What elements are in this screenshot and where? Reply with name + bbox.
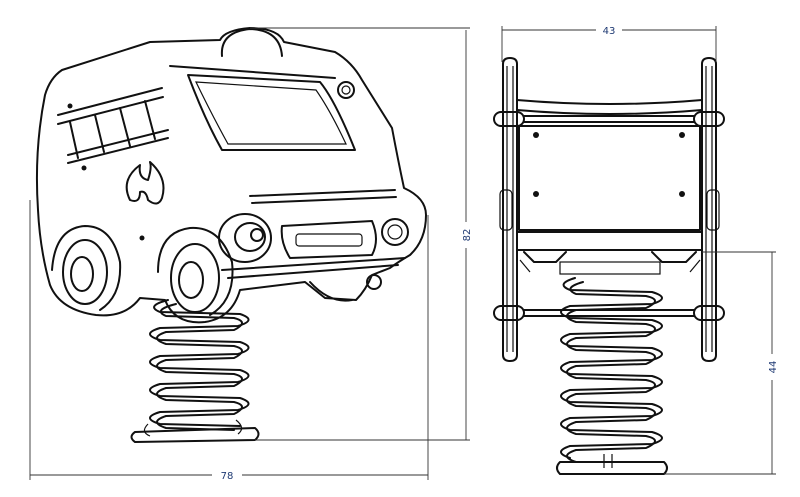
dimension-44: 44 [768,361,779,374]
spring-front [149,299,250,431]
ladder [57,87,169,171]
base-plate [130,427,260,443]
dimension-43: 43 [603,26,616,37]
grille [280,220,377,259]
flame-icon [125,161,165,205]
spring-side [560,277,663,463]
side-body-plate [518,125,701,231]
dimension-82: 82 [462,229,473,242]
side-view [493,57,725,475]
windscreen [187,74,356,151]
roof-light [220,28,283,57]
dimension-78: 78 [221,471,234,482]
mirror-icon [337,81,355,99]
front-wheel [157,226,234,316]
front-width-dimension: 78 [29,200,429,482]
front-height-dimension: 82 [250,27,473,441]
truck-body-outline [35,27,427,324]
rear-wheel [51,225,122,311]
fire-truck-front-view [35,27,427,443]
side-spring-height-dimension: 44 [664,251,779,475]
side-width-dimension: 43 [501,23,717,62]
